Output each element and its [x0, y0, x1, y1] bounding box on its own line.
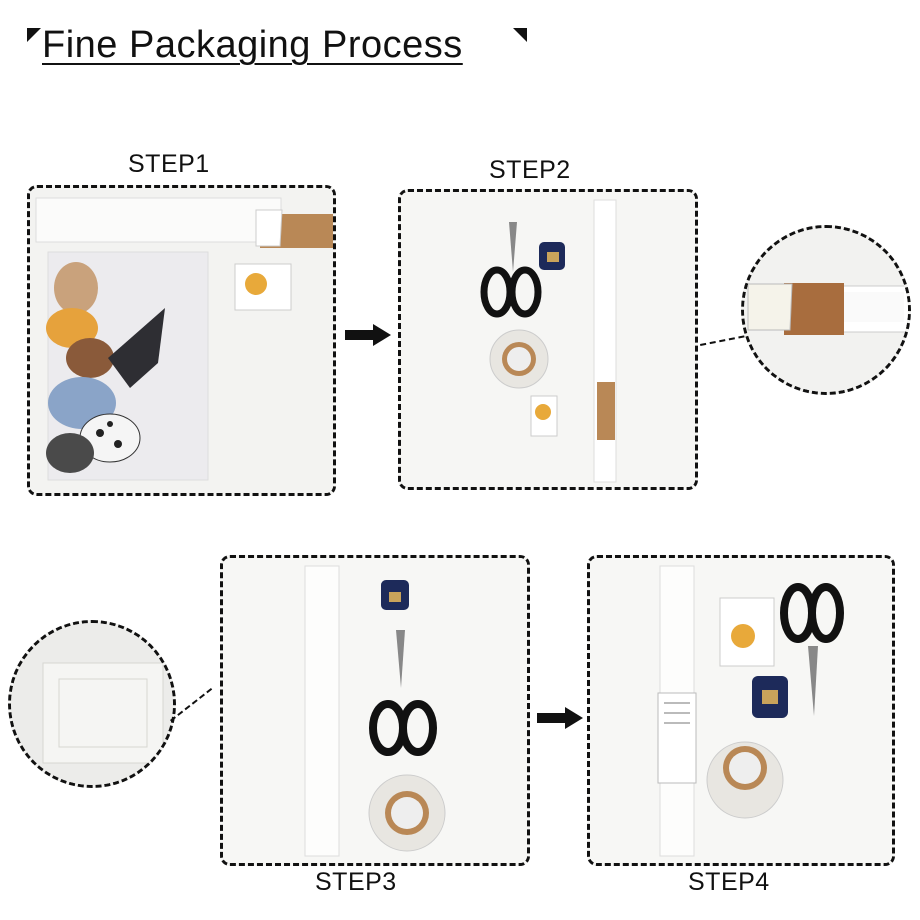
connector-line-right: [700, 335, 745, 346]
step1-photo: [27, 185, 336, 496]
arrow-right-icon: [345, 324, 391, 346]
title-corner-left-icon: [27, 28, 41, 42]
step4-photo: [587, 555, 895, 866]
connector-line-left: [170, 687, 213, 722]
box-end-closeup: [8, 620, 176, 788]
step3-label: STEP3: [315, 868, 397, 896]
step1-label: STEP1: [128, 150, 210, 178]
step2-label: STEP2: [489, 156, 571, 184]
step3-photo: [220, 555, 530, 866]
step2-photo: [398, 189, 698, 490]
tube-end-closeup: [741, 225, 911, 395]
arrow-right-icon: [537, 707, 583, 729]
page-title: Fine Packaging Process: [42, 24, 463, 66]
step4-label: STEP4: [688, 868, 770, 896]
scissors-icon: [480, 222, 542, 318]
title-corner-right-icon: [513, 28, 527, 42]
